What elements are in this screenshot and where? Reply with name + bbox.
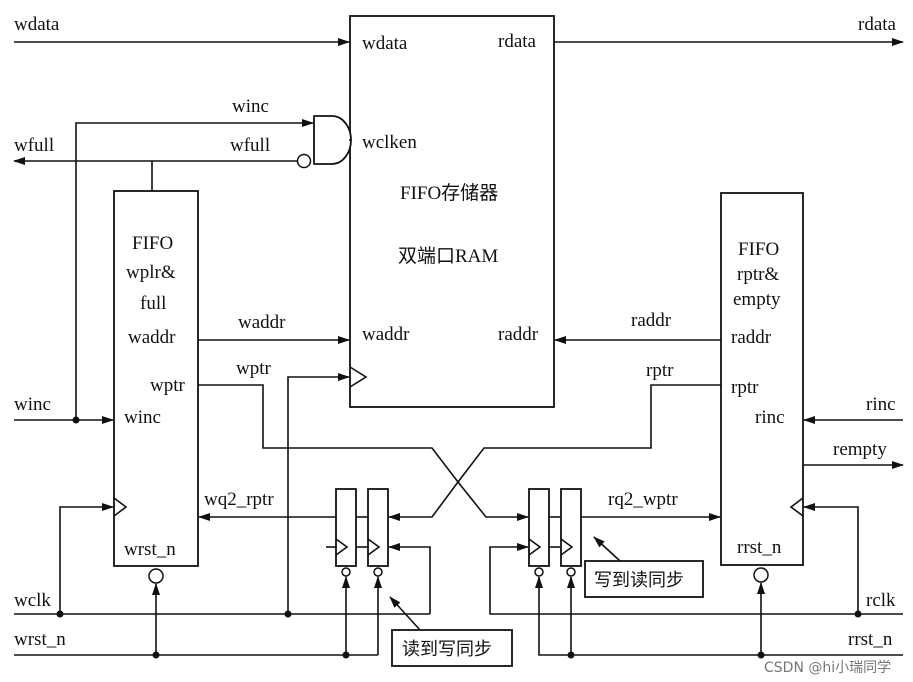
signal-wptr: wptr — [236, 358, 272, 379]
ram-port-wclken: wclken — [362, 132, 417, 153]
read-block-reset-bubble — [753, 567, 769, 583]
write-block-port-wrst-n: wrst_n — [124, 539, 176, 560]
signal-winc-in: winc — [14, 394, 51, 415]
write-block-clock-symbol — [113, 497, 128, 517]
ram-clock-symbol — [349, 366, 368, 388]
write-block-title-line3: full — [140, 293, 166, 314]
read-block-port-raddr: raddr — [731, 327, 772, 348]
write-block-reset-bubble — [148, 568, 164, 584]
read-block-clock-symbol — [789, 497, 804, 517]
write-to-read-sync-label: 写到读同步 — [594, 570, 684, 591]
ram-title-line1: FIFO存储器 — [400, 182, 498, 204]
write-pointer-block — [113, 190, 199, 567]
signal-rq2-wptr: rq2_wptr — [608, 489, 678, 510]
signal-wrst-n: wrst_n — [14, 629, 66, 650]
read-block-title-line3: empty — [733, 289, 781, 310]
junction-dots — [56, 416, 862, 659]
signal-rempty: rempty — [833, 439, 887, 460]
and-gate — [313, 115, 352, 165]
write-block-port-waddr: waddr — [128, 327, 176, 348]
read-pointer-block — [720, 192, 804, 566]
signal-rdata: rdata — [858, 14, 897, 35]
wires — [13, 38, 904, 656]
ram-port-rdata: rdata — [498, 31, 537, 52]
signal-wfull-gate: wfull — [230, 135, 270, 156]
ram-port-raddr: raddr — [498, 324, 539, 345]
read-block-port-rptr: rptr — [731, 377, 759, 398]
ram-title-line2: 双端口RAM — [398, 245, 498, 267]
read-to-write-sync-callout — [391, 629, 513, 667]
signal-wclk: wclk — [14, 590, 51, 611]
ram-port-wdata: wdata — [362, 33, 408, 54]
signal-rinc-in: rinc — [866, 394, 896, 415]
read-block-port-rinc: rinc — [755, 407, 785, 428]
signal-raddr: raddr — [631, 310, 672, 331]
rq2-synchronizer — [528, 488, 582, 577]
read-block-title-line2: rptr& — [737, 264, 779, 285]
signal-wdata: wdata — [14, 14, 60, 35]
write-block-port-winc: winc — [124, 407, 161, 428]
read-to-write-sync-label: 读到写同步 — [402, 639, 492, 660]
signal-rclk: rclk — [866, 590, 896, 611]
ram-port-waddr: waddr — [362, 324, 410, 345]
signal-winc-gate: winc — [232, 96, 269, 117]
read-block-title-line1: FIFO — [738, 239, 779, 260]
write-block-title-line2: wplr& — [126, 262, 176, 283]
write-to-read-sync-callout — [584, 560, 704, 598]
read-block-port-rrst-n: rrst_n — [737, 537, 782, 558]
signal-wq2-rptr: wq2_rptr — [204, 489, 274, 510]
gate-inverter-bubble — [296, 153, 312, 169]
write-block-port-wptr: wptr — [150, 375, 186, 396]
signal-wfull-out: wfull — [14, 135, 54, 156]
watermark: CSDN @hi小瑞同学 — [764, 660, 891, 676]
signal-rptr: rptr — [646, 360, 674, 381]
wq2-synchronizer — [335, 488, 389, 577]
signal-waddr: waddr — [238, 312, 286, 333]
ram-block — [349, 15, 555, 408]
write-block-title-line1: FIFO — [132, 233, 173, 254]
signal-rrst-n: rrst_n — [848, 629, 893, 650]
